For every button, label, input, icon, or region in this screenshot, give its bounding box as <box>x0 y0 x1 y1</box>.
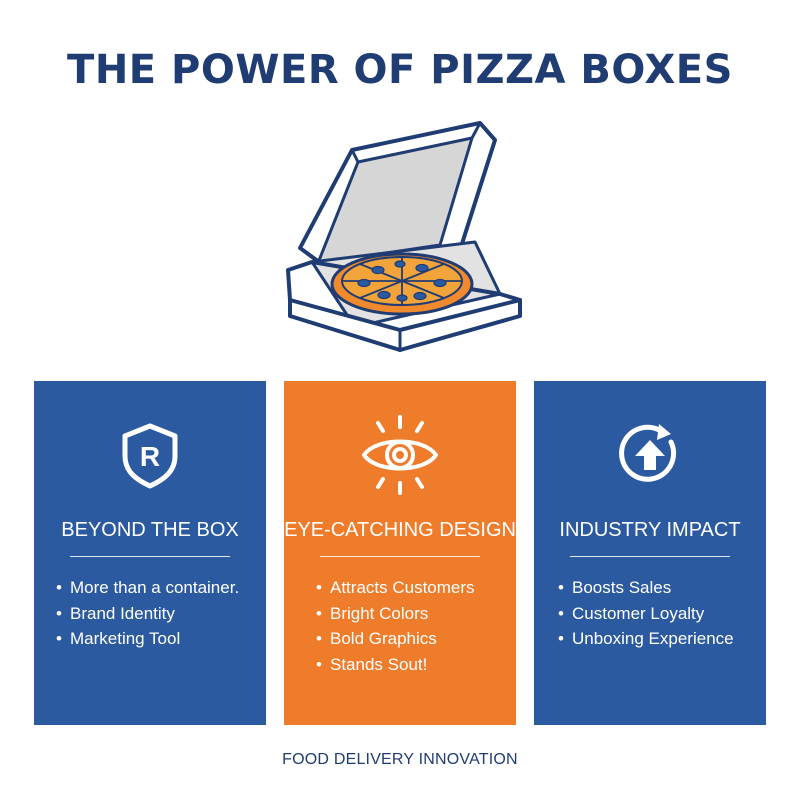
open-pizza-box-icon <box>286 121 522 352</box>
list-item: •Stands Sout! <box>316 652 475 678</box>
bullet: • <box>56 603 62 623</box>
panel-divider <box>70 556 230 557</box>
list-item: •Brand Identity <box>56 601 239 627</box>
list-item: •Customer Loyalty <box>558 601 734 627</box>
list-item: •Bold Graphics <box>316 626 475 652</box>
panel-heading: EYE-CATCHING DESIGN <box>284 519 516 541</box>
list-item: •Unboxing Experience <box>558 626 734 652</box>
registered-glyph: R <box>140 441 160 472</box>
list-item: •Marketing Tool <box>56 626 239 652</box>
circular-arrow-up-icon <box>619 424 677 482</box>
panel-divider <box>320 556 480 557</box>
panel-industry-impact: INDUSTRY IMPACT •Boosts Sales •Customer … <box>534 381 766 725</box>
list-item: •Boosts Sales <box>558 575 734 601</box>
page-title: THE POWER OF PIZZA BOXES <box>67 47 733 93</box>
panel-heading: INDUSTRY IMPACT <box>559 519 741 541</box>
panel-divider <box>570 556 730 557</box>
bullet: • <box>558 603 564 623</box>
panel-list: •Boosts Sales •Customer Loyalty •Unboxin… <box>558 575 734 652</box>
panel-eye-catching-design: EYE-CATCHING DESIGN •Attracts Customers … <box>284 381 516 725</box>
panel-heading: BEYOND THE BOX <box>61 519 239 541</box>
bullet: • <box>558 629 564 648</box>
bullet: • <box>56 578 62 597</box>
list-item: •More than a container. <box>56 575 239 601</box>
eye-icon <box>362 415 438 495</box>
bullet: • <box>316 654 322 674</box>
bullet: • <box>558 578 564 597</box>
list-item: •Attracts Customers <box>316 575 475 601</box>
list-item: •Bright Colors <box>316 601 475 627</box>
registered-shield-icon: R <box>122 423 178 489</box>
pizza-box-illustration <box>270 118 530 358</box>
bullet: • <box>316 629 322 648</box>
footer-tagline: FOOD DELIVERY INNOVATION <box>282 751 518 768</box>
panel-list: •Attracts Customers •Bright Colors •Bold… <box>316 575 475 677</box>
bullet: • <box>56 629 62 648</box>
panel-beyond-the-box: R BEYOND THE BOX •More than a container.… <box>34 381 266 725</box>
bullet: • <box>316 578 322 597</box>
bullet: • <box>316 603 322 623</box>
panel-list: •More than a container. •Brand Identity … <box>56 575 239 652</box>
